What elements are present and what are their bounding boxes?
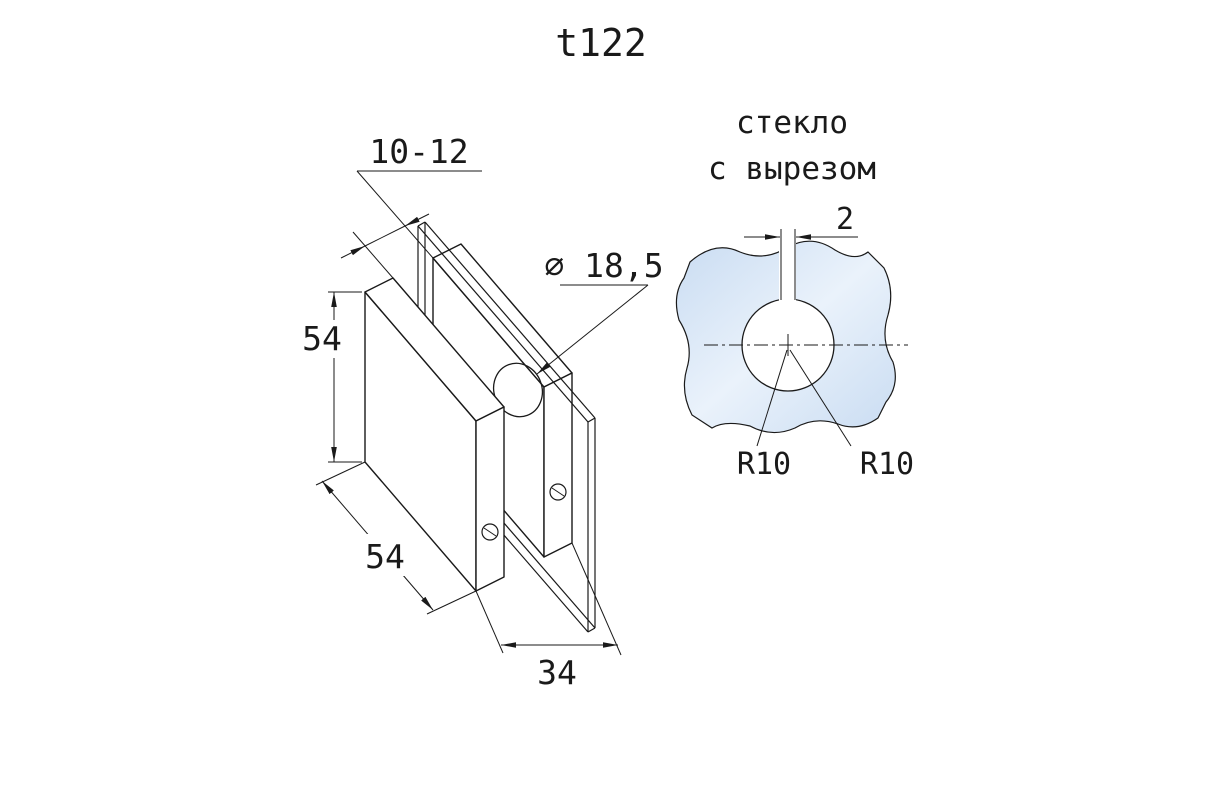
slot-cut bbox=[779, 229, 796, 313]
radius-leaders bbox=[756, 349, 852, 447]
detail-caption-line1: стекло bbox=[736, 105, 848, 141]
front-plate bbox=[364, 277, 505, 592]
detail-caption-line2: с вырезом bbox=[708, 151, 876, 187]
dimension-slot-width: 2 bbox=[744, 202, 858, 240]
thickness-label: 10-12 bbox=[369, 132, 468, 171]
dimension-width: 54 bbox=[315, 461, 477, 615]
height-label: 54 bbox=[302, 319, 342, 358]
detail-view: стекло с вырезом 2 R10 R10 bbox=[675, 105, 914, 482]
radius-left-label: R10 bbox=[737, 447, 791, 482]
hole-diameter-label: ∅ 18,5 bbox=[544, 246, 663, 285]
front-screw bbox=[481, 523, 499, 541]
width-label: 54 bbox=[365, 537, 405, 576]
radius-right-label: R10 bbox=[860, 447, 914, 482]
dimension-thickness: 10-12 bbox=[340, 132, 482, 279]
isometric-view: 10-12 54 54 34 ∅ 18,5 bbox=[300, 132, 664, 692]
depth-label: 34 bbox=[537, 653, 577, 692]
dimension-height: 54 bbox=[300, 291, 362, 463]
slot-width-label: 2 bbox=[836, 202, 854, 237]
dimension-depth: 34 bbox=[475, 542, 622, 692]
back-screw bbox=[549, 483, 567, 501]
drawing-title: t122 bbox=[555, 21, 647, 65]
center-lines bbox=[704, 334, 908, 356]
dimension-hole-diameter: ∅ 18,5 bbox=[536, 246, 664, 375]
